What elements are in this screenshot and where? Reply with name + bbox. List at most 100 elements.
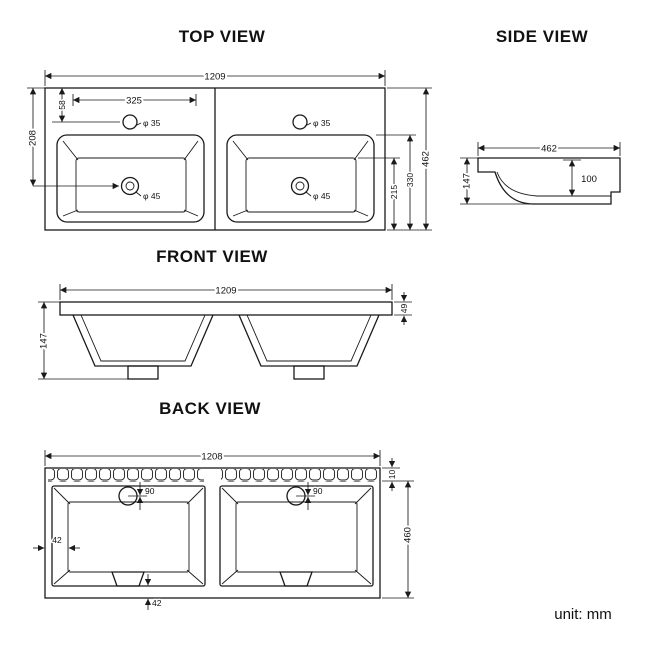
dim-back-rim-edge: 10 [382, 458, 414, 491]
bowl-corner-line [353, 209, 369, 217]
top-view-right-bowl: φ 35 φ 45 [226, 114, 375, 223]
dim-value: 215 [389, 185, 399, 199]
dim-side-bowl-height: 100 [563, 159, 599, 196]
bowl-corner-line [186, 569, 204, 585]
bowl-outer [51, 485, 206, 587]
dim-top-faucet-setback: 58 [52, 88, 120, 123]
leader-line [134, 122, 142, 127]
bowl-corner-line [221, 569, 239, 585]
bowl-corner-line [183, 140, 199, 161]
dim-top-overall-depth: 462 [387, 87, 434, 231]
dim-back-faucet-offset-right: 90 [296, 482, 324, 510]
dim-front-overall-width: 1209 [59, 284, 393, 300]
dim-side-overall-depth: 462 [477, 142, 621, 157]
dim-value: 325 [126, 96, 142, 107]
bowl-corner-line [232, 209, 249, 217]
top-view-left-bowl: φ 35 φ 45 [56, 114, 205, 223]
drain-hole-left-inner [125, 181, 135, 191]
bowl-opening [56, 134, 205, 223]
dim-value: 42 [52, 535, 62, 545]
bowl-corner-line [354, 487, 372, 505]
dim-value: 460 [403, 527, 414, 543]
bowl-profile-outer [238, 314, 380, 367]
dim-value: 1209 [215, 286, 236, 297]
overflow-ribs-left [48, 469, 204, 482]
bowl-opening [226, 134, 375, 223]
dim-top-bowl-depth: 215 [358, 157, 401, 230]
dim-front-rim-thickness: 49 [394, 292, 412, 325]
bowl-corner-line [221, 487, 239, 505]
drain-hole-right-inner [295, 181, 305, 191]
dim-value: 462 [541, 144, 557, 155]
bowl-outer [219, 485, 374, 587]
bowl-corner-line [62, 140, 79, 161]
dim-top-overall-width: 1209 [44, 70, 386, 86]
back-view-title: BACK VIEW [159, 399, 261, 418]
front-right-bowl [238, 314, 380, 380]
drain-stub [127, 365, 159, 380]
bowl-corner-line [354, 569, 372, 585]
dim-value: 58 [57, 100, 67, 110]
dim-front-overall-height: 147 [37, 301, 128, 380]
back-left-bowl: 90 42 42 [33, 482, 206, 610]
bowl-corner-line [183, 209, 199, 217]
dim-value: 90 [313, 486, 323, 496]
dim-back-faucet-offset-left: 90 [128, 482, 156, 510]
dim-side-overall-height: 147 [460, 157, 534, 205]
dim-back-bottom-gap: 42 [144, 574, 163, 610]
drain-boss [279, 571, 313, 587]
back-view-outline [44, 467, 381, 599]
dim-back-side-gap: 42 [33, 534, 80, 552]
faucet-hole-right [292, 114, 308, 130]
side-view: SIDE VIEW 462 147 100 [460, 27, 621, 205]
dim-value: 100 [581, 174, 597, 185]
front-rim-slab [59, 301, 393, 316]
bowl-profile-inner [80, 314, 206, 362]
bowl-profile-inner [246, 314, 372, 362]
bowl-corner-line [62, 209, 79, 217]
bowl-profile-outer [72, 314, 214, 367]
drain-hole-label: φ 45 [143, 191, 161, 201]
dim-value: 462 [421, 151, 432, 167]
faucet-hole-label: φ 35 [313, 118, 331, 128]
dim-value: 1208 [201, 452, 222, 463]
back-view: BACK VIEW 1208 90 [33, 399, 416, 610]
dim-value: 208 [28, 130, 39, 146]
unit-note: unit: mm [554, 606, 612, 623]
dim-value: 90 [145, 486, 155, 496]
bowl-corner-line [53, 569, 71, 585]
faucet-hole-left [122, 114, 138, 130]
top-view-title: TOP VIEW [179, 27, 266, 46]
dim-value: 1209 [204, 72, 225, 83]
bowl-corner-line [232, 140, 249, 161]
dim-value: 147 [39, 333, 50, 349]
dim-top-faucet-offset: 325 [72, 94, 197, 109]
side-profile-outline [477, 157, 621, 205]
dim-value: 42 [152, 598, 162, 608]
dim-top-drain-setback: 208 [26, 87, 119, 190]
dim-value: 49 [399, 304, 409, 314]
dim-value: 10 [387, 470, 397, 480]
top-view: TOP VIEW φ 35 φ 45 [26, 27, 434, 231]
front-view: FRONT VIEW 1209 49 [37, 247, 412, 380]
side-profile-inner [496, 171, 611, 197]
leader-line [304, 122, 312, 127]
bowl-corner-line [186, 487, 204, 505]
bowl-bottom [245, 157, 357, 213]
dim-top-inner-depth: 330 [376, 134, 417, 230]
front-view-title: FRONT VIEW [156, 247, 268, 266]
drain-hole-label: φ 45 [313, 191, 331, 201]
bowl-corner-line [53, 487, 71, 505]
dim-value: 147 [462, 173, 473, 189]
dim-back-overall-width: 1208 [44, 450, 381, 466]
leader-line [135, 191, 142, 197]
leader-line [305, 191, 312, 197]
faucet-hole-label: φ 35 [143, 118, 161, 128]
bowl-corner-line [353, 140, 369, 161]
bowl-inner [235, 501, 358, 573]
drain-hole-right [290, 176, 310, 196]
bowl-bottom [75, 157, 187, 213]
dim-back-overall-height: 460 [382, 481, 416, 599]
